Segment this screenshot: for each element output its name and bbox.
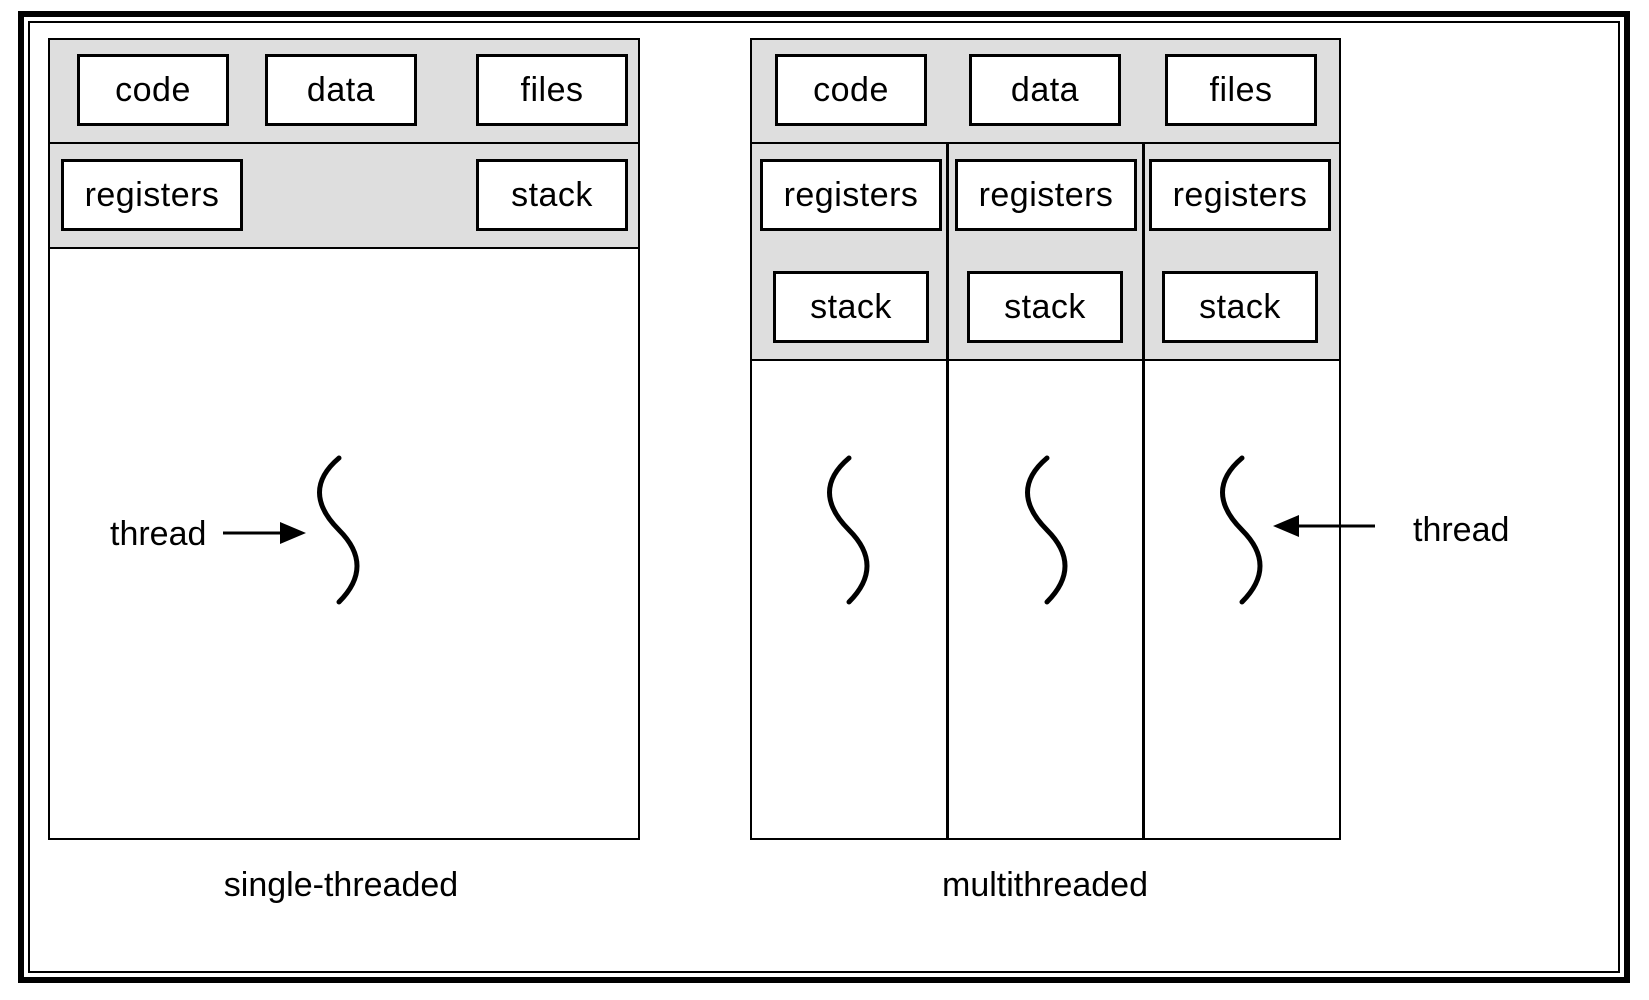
single-threaded-caption: single-threaded [223,866,459,904]
inner-frame [28,21,1620,973]
single-registers-box: registers [61,159,243,231]
multithreaded-caption: multithreaded [941,866,1149,904]
thread-2-stack-box: stack [967,271,1123,343]
multi-files-box: files [1165,54,1317,126]
thread-divider-2 [1142,142,1145,840]
single-files-box: files [476,54,628,126]
thread-2-registers-box: registers [955,159,1137,231]
single-thread-label: thread [110,515,207,553]
multi-data-box: data [969,54,1121,126]
thread-3-registers-box: registers [1149,159,1331,231]
thread-1-registers-box: registers [760,159,942,231]
thread-3-stack-box: stack [1162,271,1318,343]
single-data-box: data [265,54,417,126]
single-thread-arrow-icon [223,522,306,544]
thread-1-squiggle-icon [830,458,868,602]
thread-1-stack-box: stack [773,271,929,343]
thread-3-squiggle-icon [1223,458,1261,602]
multi-thread-arrow-icon [1273,515,1375,537]
multi-code-box: code [775,54,927,126]
single-stack-box: stack [476,159,628,231]
thread-2-squiggle-icon [1028,458,1066,602]
outer-frame [18,11,1630,983]
single-thread-squiggle-icon [320,458,358,602]
thread-divider-1 [946,142,949,840]
multi-thread-label: thread [1413,511,1510,549]
single-code-box: code [77,54,229,126]
